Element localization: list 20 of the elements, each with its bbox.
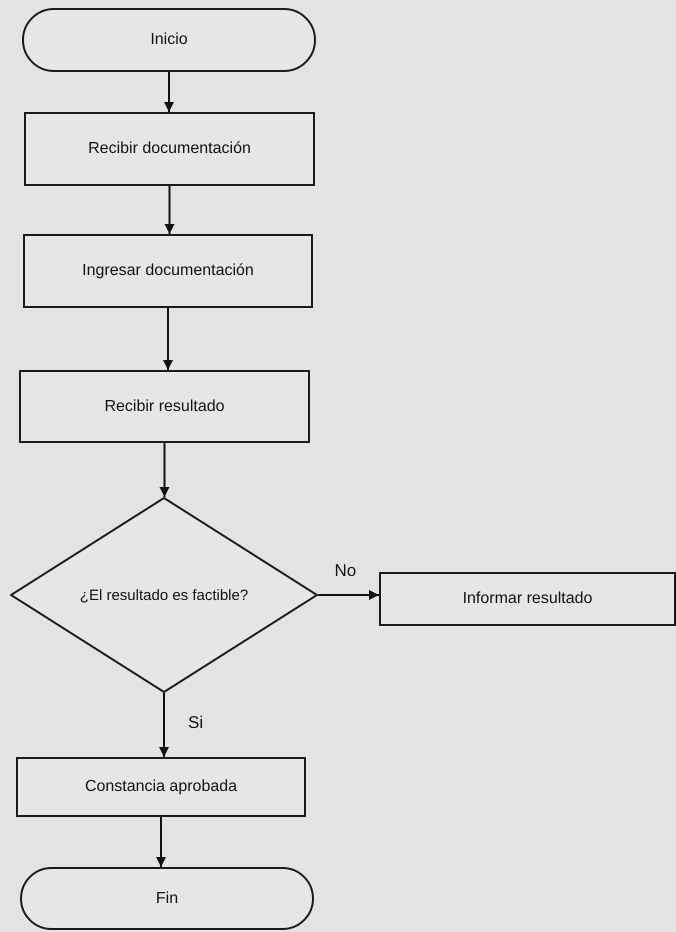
process-label: Recibir resultado [103,398,226,416]
process-box [19,370,310,443]
process-box [23,234,313,308]
process-label: Informar resultado [462,590,594,608]
arrow [159,693,169,757]
process-box [379,572,676,626]
process-box [16,757,306,817]
terminal-label: Inicio [149,31,189,49]
decision-text: ¿El resultado es factible? [78,586,250,604]
terminal-label: Fin [154,890,180,908]
arrow [156,817,166,867]
arrow [164,72,174,112]
process-label: Recibir documentación [87,140,252,158]
process-label: Constancia aprobada [84,778,238,796]
arrow [160,443,170,497]
process-box [24,112,315,186]
process-label: Ingresar documentación [81,262,255,280]
arrow [318,590,379,600]
arrow [163,308,173,370]
arrow [164,186,174,234]
